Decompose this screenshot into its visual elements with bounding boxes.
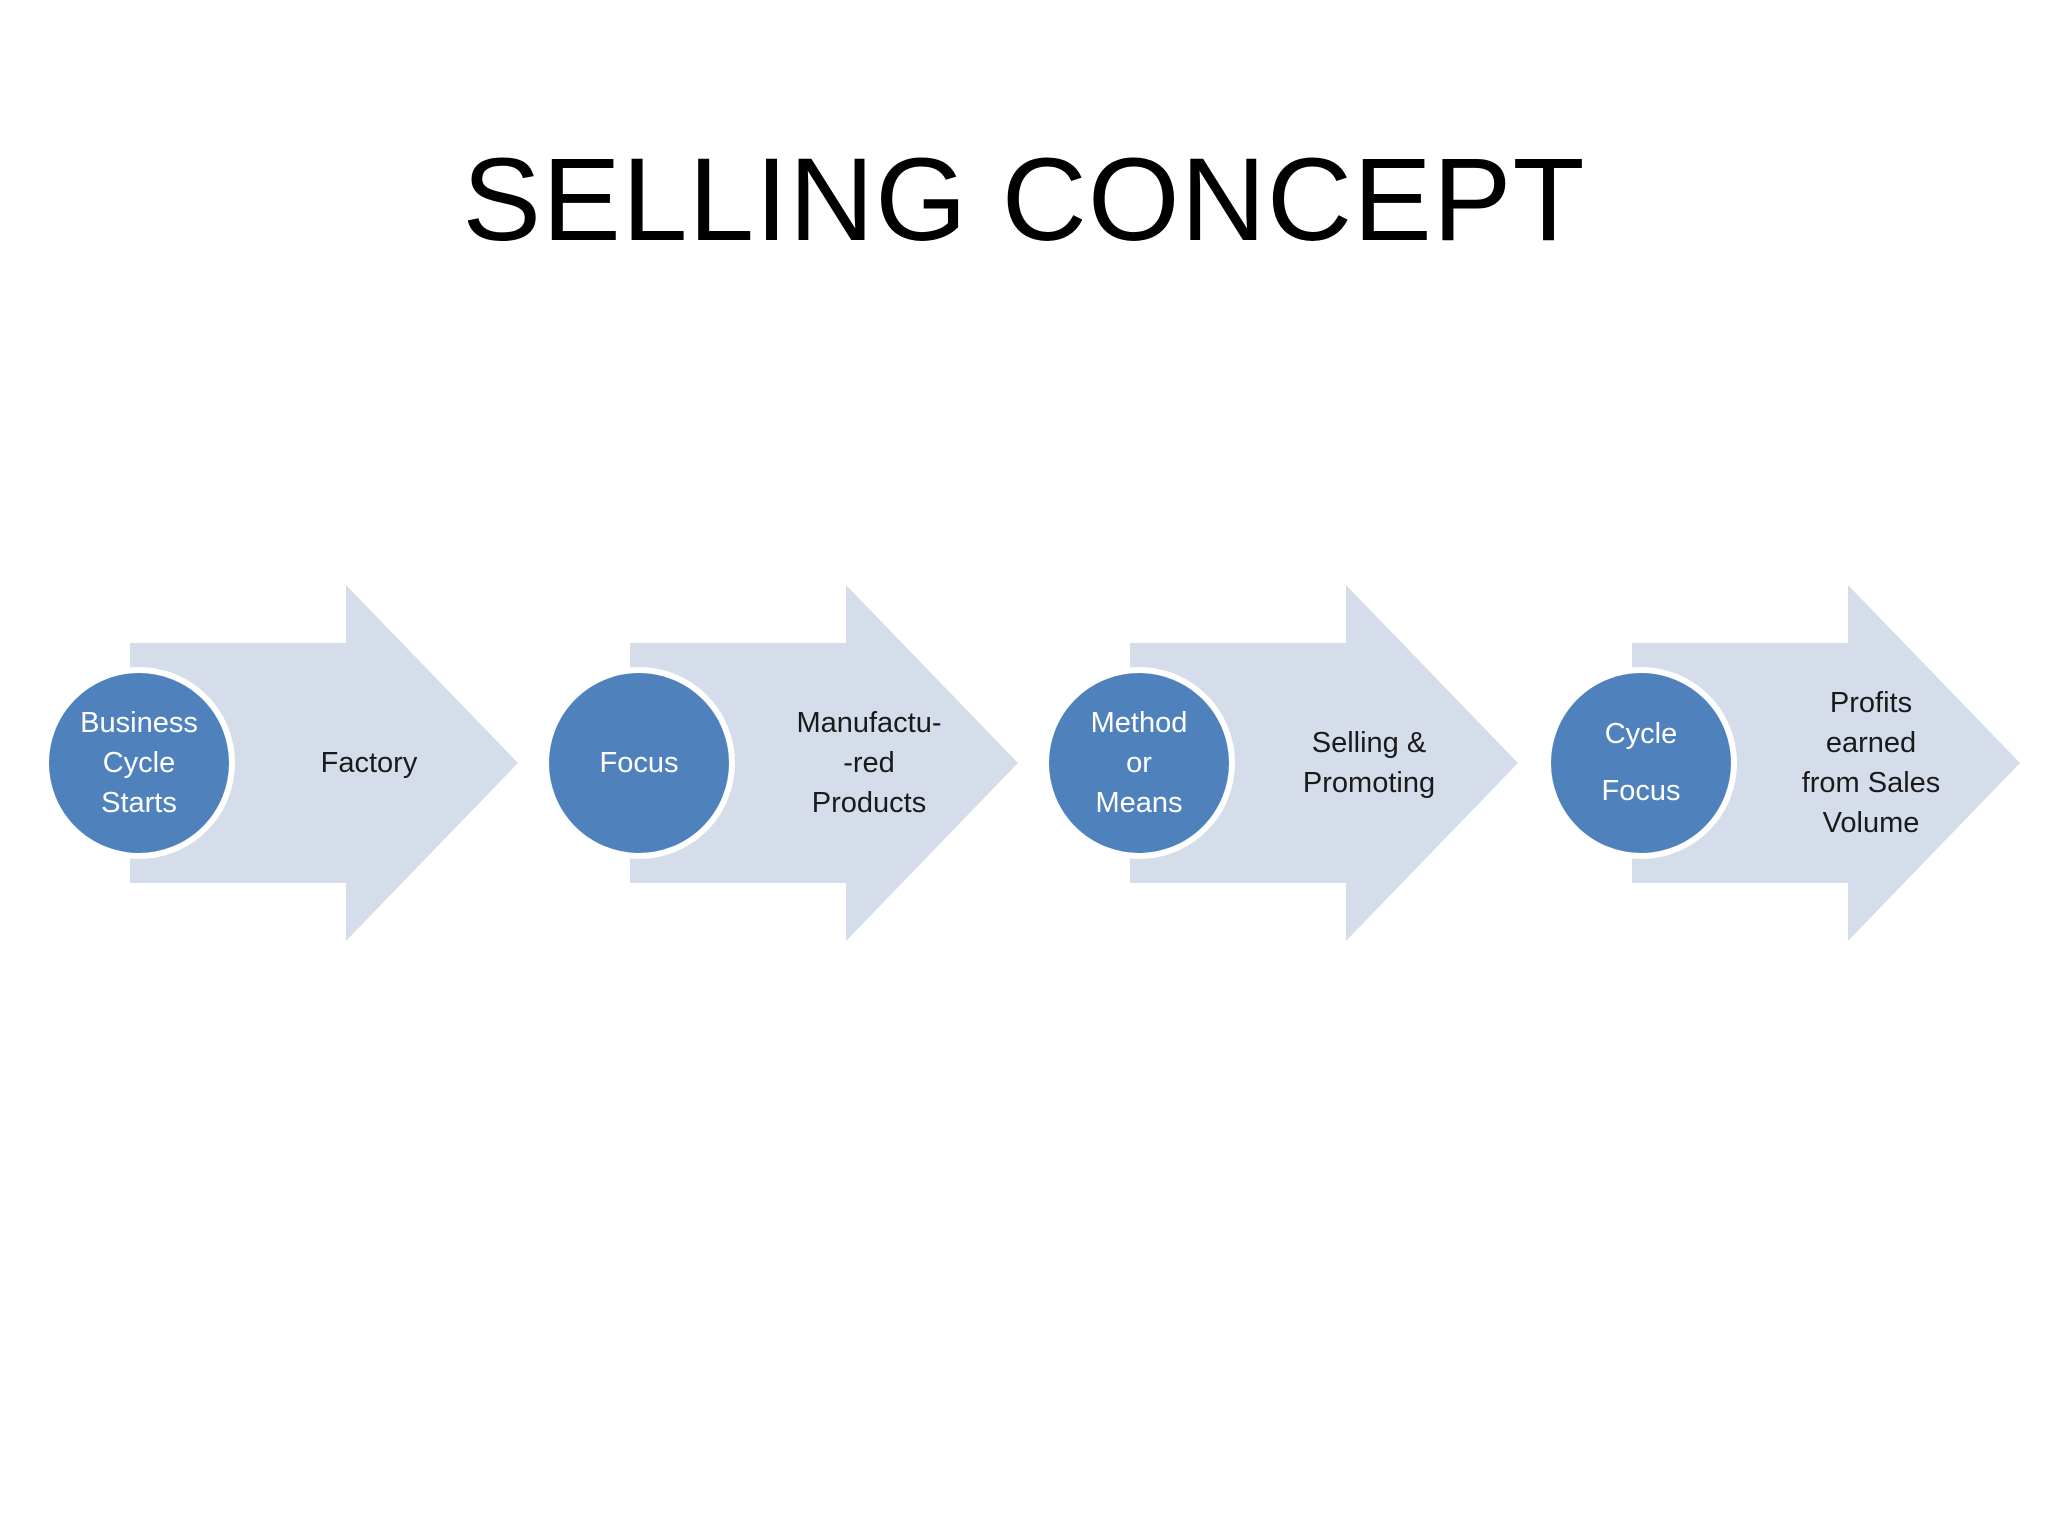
arrow-label-box: Manufactu- -red Products bbox=[738, 585, 1000, 941]
arrow-label-box: Selling & Promoting bbox=[1238, 585, 1500, 941]
circle-label: Focus bbox=[599, 747, 679, 779]
step-circle: Business Cycle Starts bbox=[43, 667, 235, 859]
circle-label: Method or Means bbox=[1090, 707, 1188, 819]
arrow-shape bbox=[130, 585, 518, 941]
step-label: Manufactu- -red Products bbox=[796, 707, 942, 819]
step-focus: Manufactu- -red Products Focus bbox=[543, 585, 1140, 941]
step-label: Factory bbox=[320, 747, 418, 779]
step-circle: Cycle Focus bbox=[1545, 667, 1737, 859]
step-method: Selling & Promoting Method or Means bbox=[1043, 585, 1640, 941]
step-business-cycle: Factory Business Cycle Starts bbox=[43, 585, 640, 941]
arrow-shape bbox=[1632, 585, 2020, 941]
step-label: Selling & Promoting bbox=[1302, 727, 1436, 799]
step-circle: Method or Means bbox=[1043, 667, 1235, 859]
circle-label: Cycle Focus bbox=[1601, 718, 1681, 807]
step-circle: Focus bbox=[543, 667, 735, 859]
arrow-shape bbox=[1130, 585, 1518, 941]
step-label: Profits earned from Sales Volume bbox=[1801, 687, 1941, 839]
arrow-label-box: Profits earned from Sales Volume bbox=[1740, 585, 2002, 941]
arrow-label-box: Factory bbox=[238, 585, 500, 941]
arrow-shape bbox=[630, 585, 1018, 941]
step-cycle-focus: Profits earned from Sales Volume Cycle F… bbox=[1545, 585, 2048, 941]
circle-label: Business Cycle Starts bbox=[80, 707, 198, 819]
slide-title: SELLING CONCEPT bbox=[462, 134, 1586, 266]
